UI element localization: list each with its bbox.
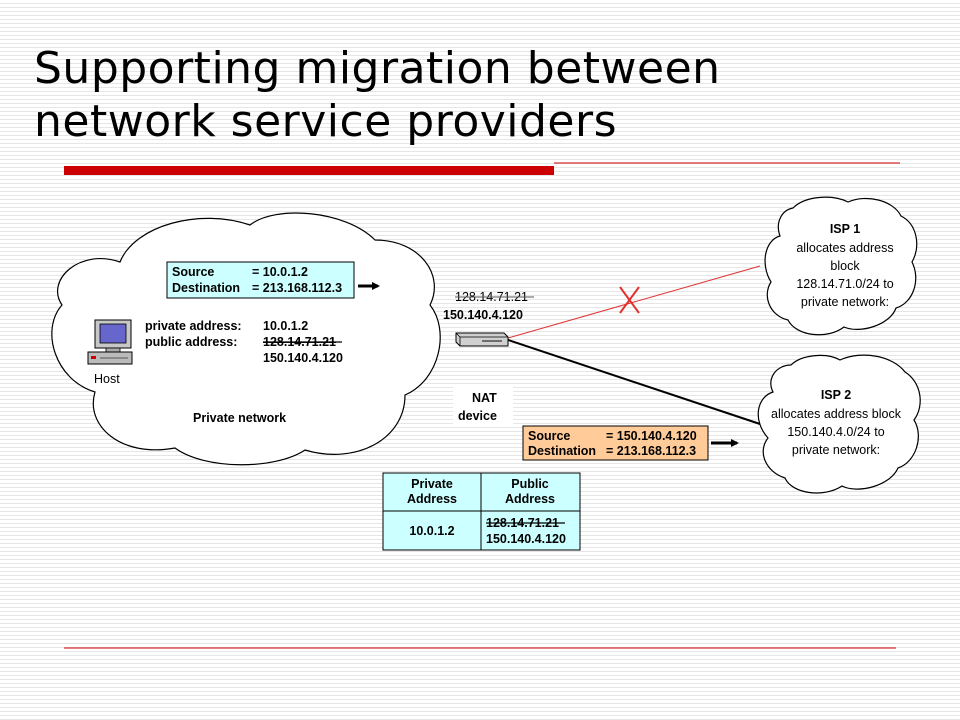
link-broken-cross-icon (619, 286, 640, 314)
isp1-line-1: allocates address (796, 241, 893, 255)
packet-translated-source-value: = 150.140.4.120 (606, 429, 697, 443)
link-isp2 (507, 339, 761, 425)
packet-translated-dest-value: = 213.168.112.3 (606, 444, 696, 458)
host-computer-icon (87, 319, 133, 365)
nat-label-line-1: NAT (472, 391, 497, 405)
isp2-line-1: allocates address block (771, 407, 902, 421)
slide-title-line-2: network service providers (34, 96, 618, 147)
packet-translated-box (522, 425, 709, 461)
host-private-value: 10.0.1.2 (263, 319, 308, 333)
isp1-line-4: private network: (801, 295, 889, 309)
host-public-new: 150.140.4.120 (263, 351, 343, 365)
packet-out-source-label: Source (172, 265, 214, 279)
isp2-line-2: 150.140.4.0/24 to (787, 425, 884, 439)
private-network-label: Private network (193, 411, 286, 425)
packet-translated-dest-label: Destination (528, 444, 596, 458)
packet-out-dest-label: Destination (172, 281, 240, 295)
slide-title: Supporting migration between network ser… (34, 42, 721, 148)
nat-table-header-public-1: Public (511, 477, 549, 491)
packet-out-box (166, 261, 355, 299)
packet-out-dest-value: = 213.168.112.3 (252, 281, 342, 295)
isp1-cloud (764, 196, 918, 336)
nat-table-header-private-1: Private (411, 477, 453, 491)
title-accent-bar (64, 166, 554, 175)
nat-table-public-new: 150.140.4.120 (486, 532, 566, 546)
nat-router-icon (455, 332, 509, 347)
nat-new-ip: 150.140.4.120 (443, 308, 523, 322)
packet-out-source-value: = 10.0.1.2 (252, 265, 308, 279)
nat-table-header-public-2: Address (505, 492, 555, 506)
isp2-name: ISP 2 (821, 388, 851, 402)
nat-table-private-value: 10.0.1.2 (409, 524, 454, 538)
isp2-line-3: private network: (792, 443, 880, 457)
slide-title-line-1: Supporting migration between (34, 43, 721, 94)
nat-table-header-private-2: Address (407, 492, 457, 506)
dead-link-isp1 (507, 265, 761, 339)
nat-label-background (453, 387, 513, 425)
host-private-label: private address: (145, 319, 242, 333)
nat-table (382, 472, 581, 551)
packet-translated-source-label: Source (528, 429, 570, 443)
host-label: Host (94, 372, 120, 386)
isp1-line-3: 128.14.71.0/24 to (796, 277, 893, 291)
isp1-name: ISP 1 (830, 222, 860, 236)
host-public-label: public address: (145, 335, 237, 349)
nat-label-line-2: device (458, 409, 497, 423)
isp1-line-2: block (830, 259, 860, 273)
isp2-cloud (757, 354, 921, 494)
